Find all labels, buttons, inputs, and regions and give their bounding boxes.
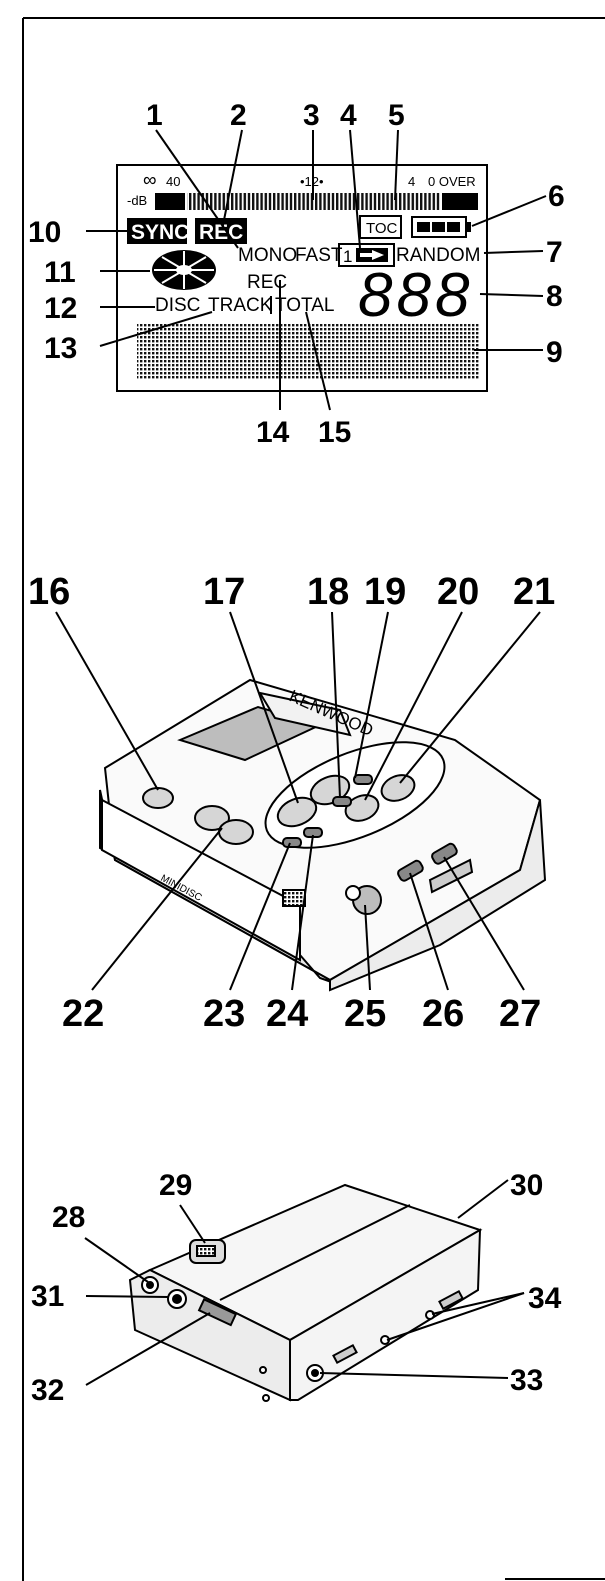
callout-9: 9 [546,336,563,369]
level-4-label: 4 [408,174,415,189]
lcd-frame [116,164,488,392]
callout-16: 16 [28,571,70,613]
sync-badge [127,218,187,244]
level-meter-left-block [155,193,185,210]
callout-30: 30 [510,1169,543,1202]
minidisc-player-rear [128,1183,483,1402]
sync-badge-label: SYNC [131,221,189,244]
rear-leader-lines [84,1179,525,1386]
db-label: -dB [127,193,147,208]
callout-5: 5 [388,99,405,132]
level-inf-label: ∞ [143,170,157,191]
callout-2: 2 [230,99,247,132]
callout-15: 15 [318,416,351,449]
callout-6: 6 [548,180,565,213]
callout-33: 33 [510,1364,543,1397]
repeat-one-icon: 1 [338,243,395,267]
callout-20: 20 [437,571,479,613]
total-label: TOTAL [275,295,334,316]
front-leader-lines [55,611,541,991]
callout-3: 3 [303,99,320,132]
fast-label: FAST [295,245,343,266]
track-label: TRACK [208,295,273,316]
callout-21: 21 [513,571,555,613]
repeat-one-label: 1 [343,247,352,266]
battery-icon [411,216,471,238]
random-label: RANDOM [396,245,480,266]
callout-11: 11 [44,256,76,289]
level-meter-bars [187,193,440,210]
disc-label: DISC [155,295,200,316]
callout-19: 19 [364,571,406,613]
callout-12: 12 [44,292,77,325]
minidisc-player-front [99,678,547,992]
callout-28: 28 [52,1201,85,1234]
level-40-label: 40 [166,174,180,189]
callout-29: 29 [159,1169,192,1202]
callout-26: 26 [422,993,464,1035]
rec-label: REC [247,272,287,293]
callout-27: 27 [499,993,541,1035]
callout-8: 8 [546,280,563,313]
callout-17: 17 [203,571,245,613]
callout-31: 31 [31,1280,64,1313]
lcd-display-diagram: ∞ 40 •12• 4 0 OVER -dB SYNC REC TOC MONO… [28,99,565,449]
dot-matrix-area [137,323,479,379]
level-0-over-label: 0 OVER [428,174,476,189]
callout-25: 25 [344,993,386,1035]
callout-23: 23 [203,993,245,1035]
callout-13: 13 [44,332,77,365]
callout-34: 34 [528,1282,562,1315]
callout-7: 7 [546,236,563,269]
segment-digits: 888 [358,261,473,330]
front-view-diagram: 16 17 18 19 20 21 22 23 24 25 26 27 [28,571,555,1035]
callout-4: 4 [340,99,357,132]
callout-22: 22 [62,993,104,1035]
rear-view-diagram: 28 29 30 31 32 33 34 [31,1169,562,1407]
callout-1: 1 [146,99,163,132]
toc-label: TOC [366,220,398,237]
callout-10: 10 [28,216,61,249]
callout-14: 14 [256,416,290,449]
level-meter-right-block [442,193,478,210]
display-leader-lines [86,129,547,411]
callout-32: 32 [31,1374,64,1407]
callout-24: 24 [266,993,308,1035]
disc-icon [152,250,216,290]
callout-18: 18 [307,571,349,613]
mono-label: MONO [238,245,297,266]
toc-box [359,215,402,239]
